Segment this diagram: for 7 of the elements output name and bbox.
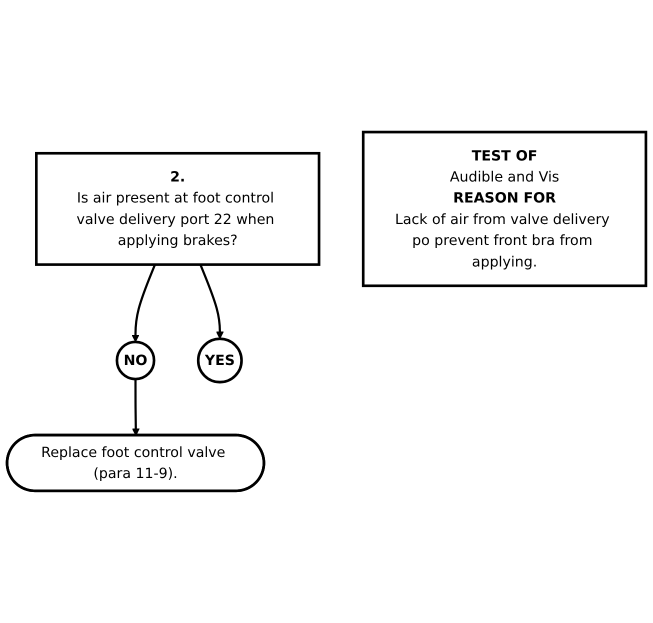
node-box: 2. Is air present at foot control valve delivery port 22 when applying brakes? xyxy=(35,152,320,266)
node-box: TEST OF Audible and Vis REASON FOR Lack of air from valve delivery po prevent front bra from applying. xyxy=(362,130,648,288)
arrow xyxy=(132,264,156,342)
arrow xyxy=(199,264,224,340)
arrow xyxy=(132,379,140,436)
node-circle: NO xyxy=(116,340,156,380)
node-circle: YES xyxy=(196,338,243,384)
